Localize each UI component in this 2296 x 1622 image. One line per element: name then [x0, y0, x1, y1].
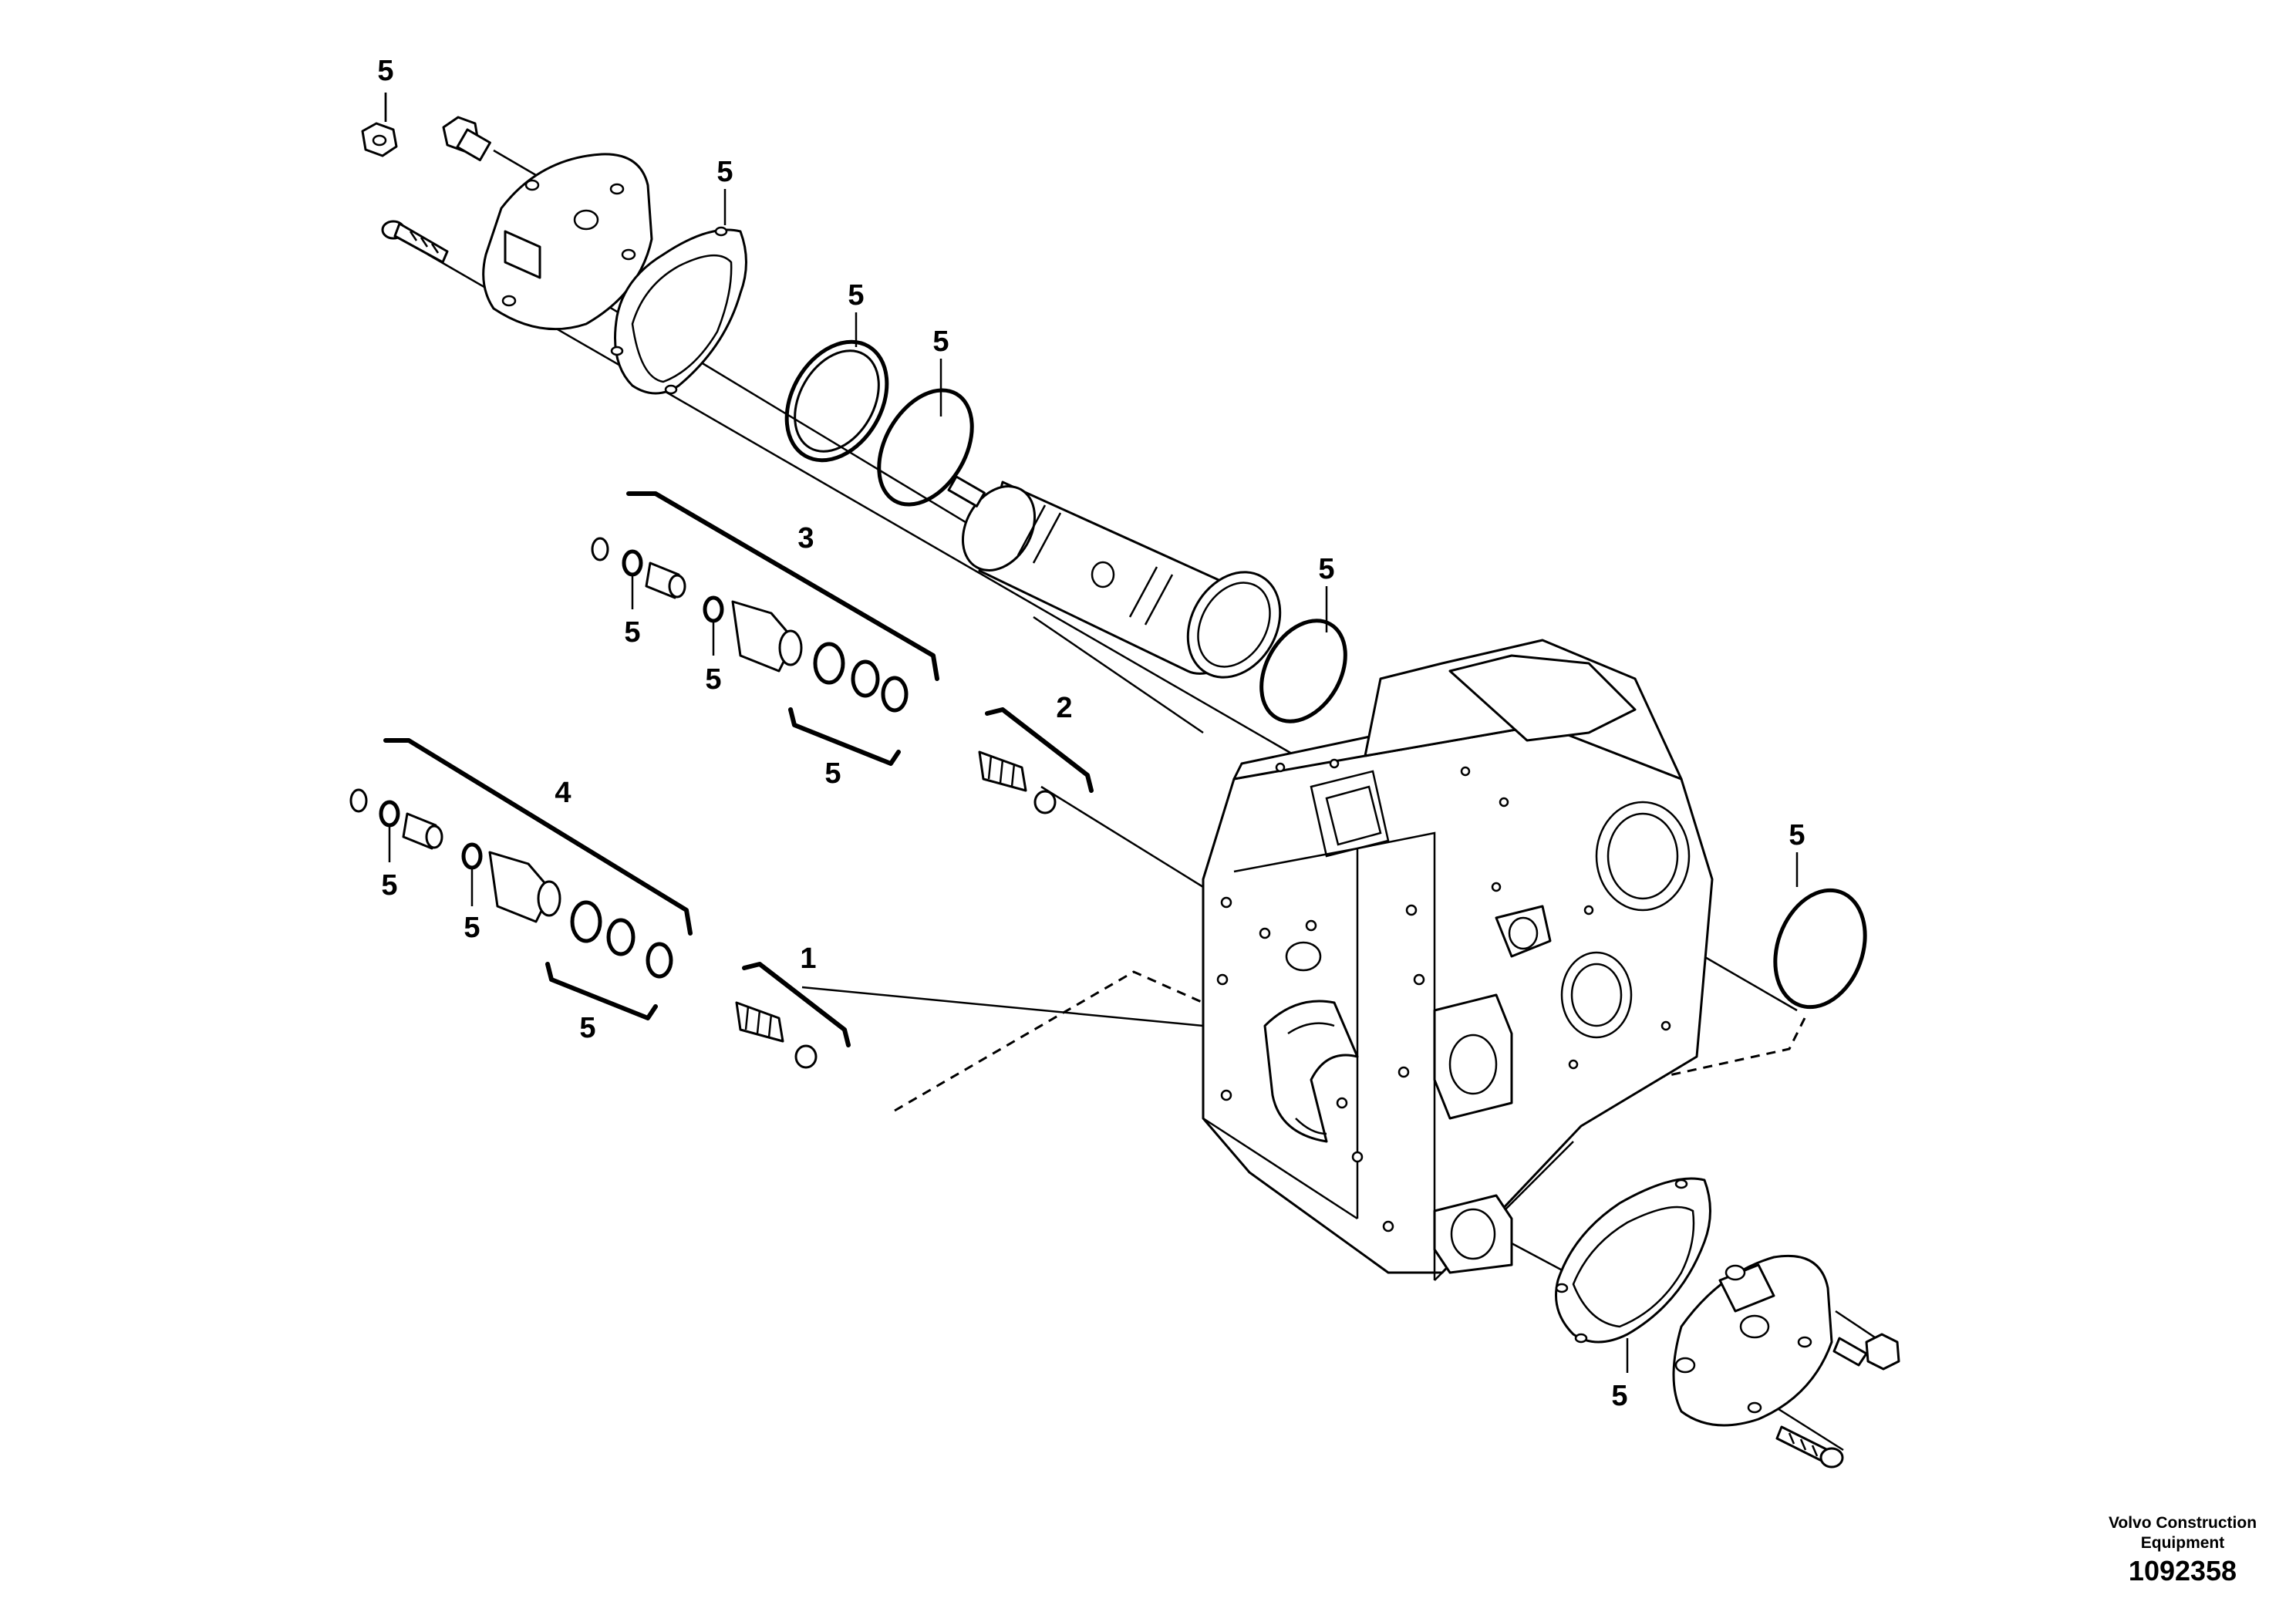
sleeve-cylinder — [947, 475, 1282, 679]
sleeve-o-ring — [1259, 619, 1347, 723]
callout-valve3-ring-b: 5 — [705, 663, 721, 696]
plug-screw-bottom — [1832, 1333, 1900, 1371]
valve-group-3 — [591, 537, 1057, 814]
brand-label: Volvo Construction Equipment — [2082, 1513, 2283, 1553]
callout-valve3-rings: 5 — [824, 757, 841, 790]
callout-snap-ring: 5 — [848, 279, 864, 312]
brand-line-1: Volvo Construction — [2108, 1514, 2257, 1532]
brace-group-3 — [626, 491, 939, 681]
plug-screw — [442, 116, 541, 179]
callout-labels: 5 5 5 5 5 3 5 5 5 2 4 5 5 5 1 5 5 — [377, 55, 1805, 1412]
o-ring-upper — [877, 388, 974, 507]
pump-housing — [1202, 639, 1714, 1281]
callout-lower-gasket: 5 — [1611, 1380, 1627, 1412]
callout-valve4-ring-a: 5 — [381, 869, 397, 902]
callout-cover-gasket: 5 — [716, 156, 733, 188]
end-cover-bottom — [1672, 1254, 1833, 1427]
callout-valve3-ring-a: 5 — [624, 616, 640, 649]
callout-sleeve-o-ring: 5 — [1318, 553, 1334, 585]
snap-ring-top-inner — [794, 349, 880, 453]
housing-bolt-holes — [1216, 758, 1671, 1233]
socket-cap-screw-top — [381, 220, 449, 264]
callout-housing-o-ring: 5 — [1789, 819, 1805, 851]
callout-o-ring-upper: 5 — [932, 325, 949, 358]
brand-line-2: Equipment — [2140, 1534, 2225, 1552]
housing-o-ring — [1773, 888, 1867, 1010]
hex-nut — [361, 93, 398, 157]
brace-group-1 — [742, 962, 851, 1047]
brace-valve3-rings — [788, 707, 901, 766]
callout-top-nut: 5 — [377, 55, 393, 87]
callout-group-3: 3 — [797, 522, 814, 555]
gasket-top — [610, 226, 747, 395]
callout-group-1: 1 — [800, 943, 816, 975]
socket-cap-screw-bottom — [1775, 1425, 1844, 1469]
brace-group-2 — [985, 707, 1094, 793]
callout-group-4: 4 — [555, 777, 571, 809]
snap-ring-top — [784, 339, 889, 463]
brace-group-4 — [383, 738, 693, 936]
gasket-bottom — [1555, 1177, 1711, 1344]
callout-valve4-ring-b: 5 — [464, 912, 480, 944]
drawing-number: 1092358 — [2128, 1555, 2237, 1587]
hidden-flow-line-left — [894, 970, 1204, 1112]
valve-group-4 — [349, 788, 818, 1069]
brace-valve4-rings — [545, 962, 658, 1020]
callout-valve4-rings: 5 — [579, 1012, 595, 1044]
callout-group-2: 2 — [1056, 692, 1072, 724]
callout-leaders — [384, 93, 1799, 1373]
